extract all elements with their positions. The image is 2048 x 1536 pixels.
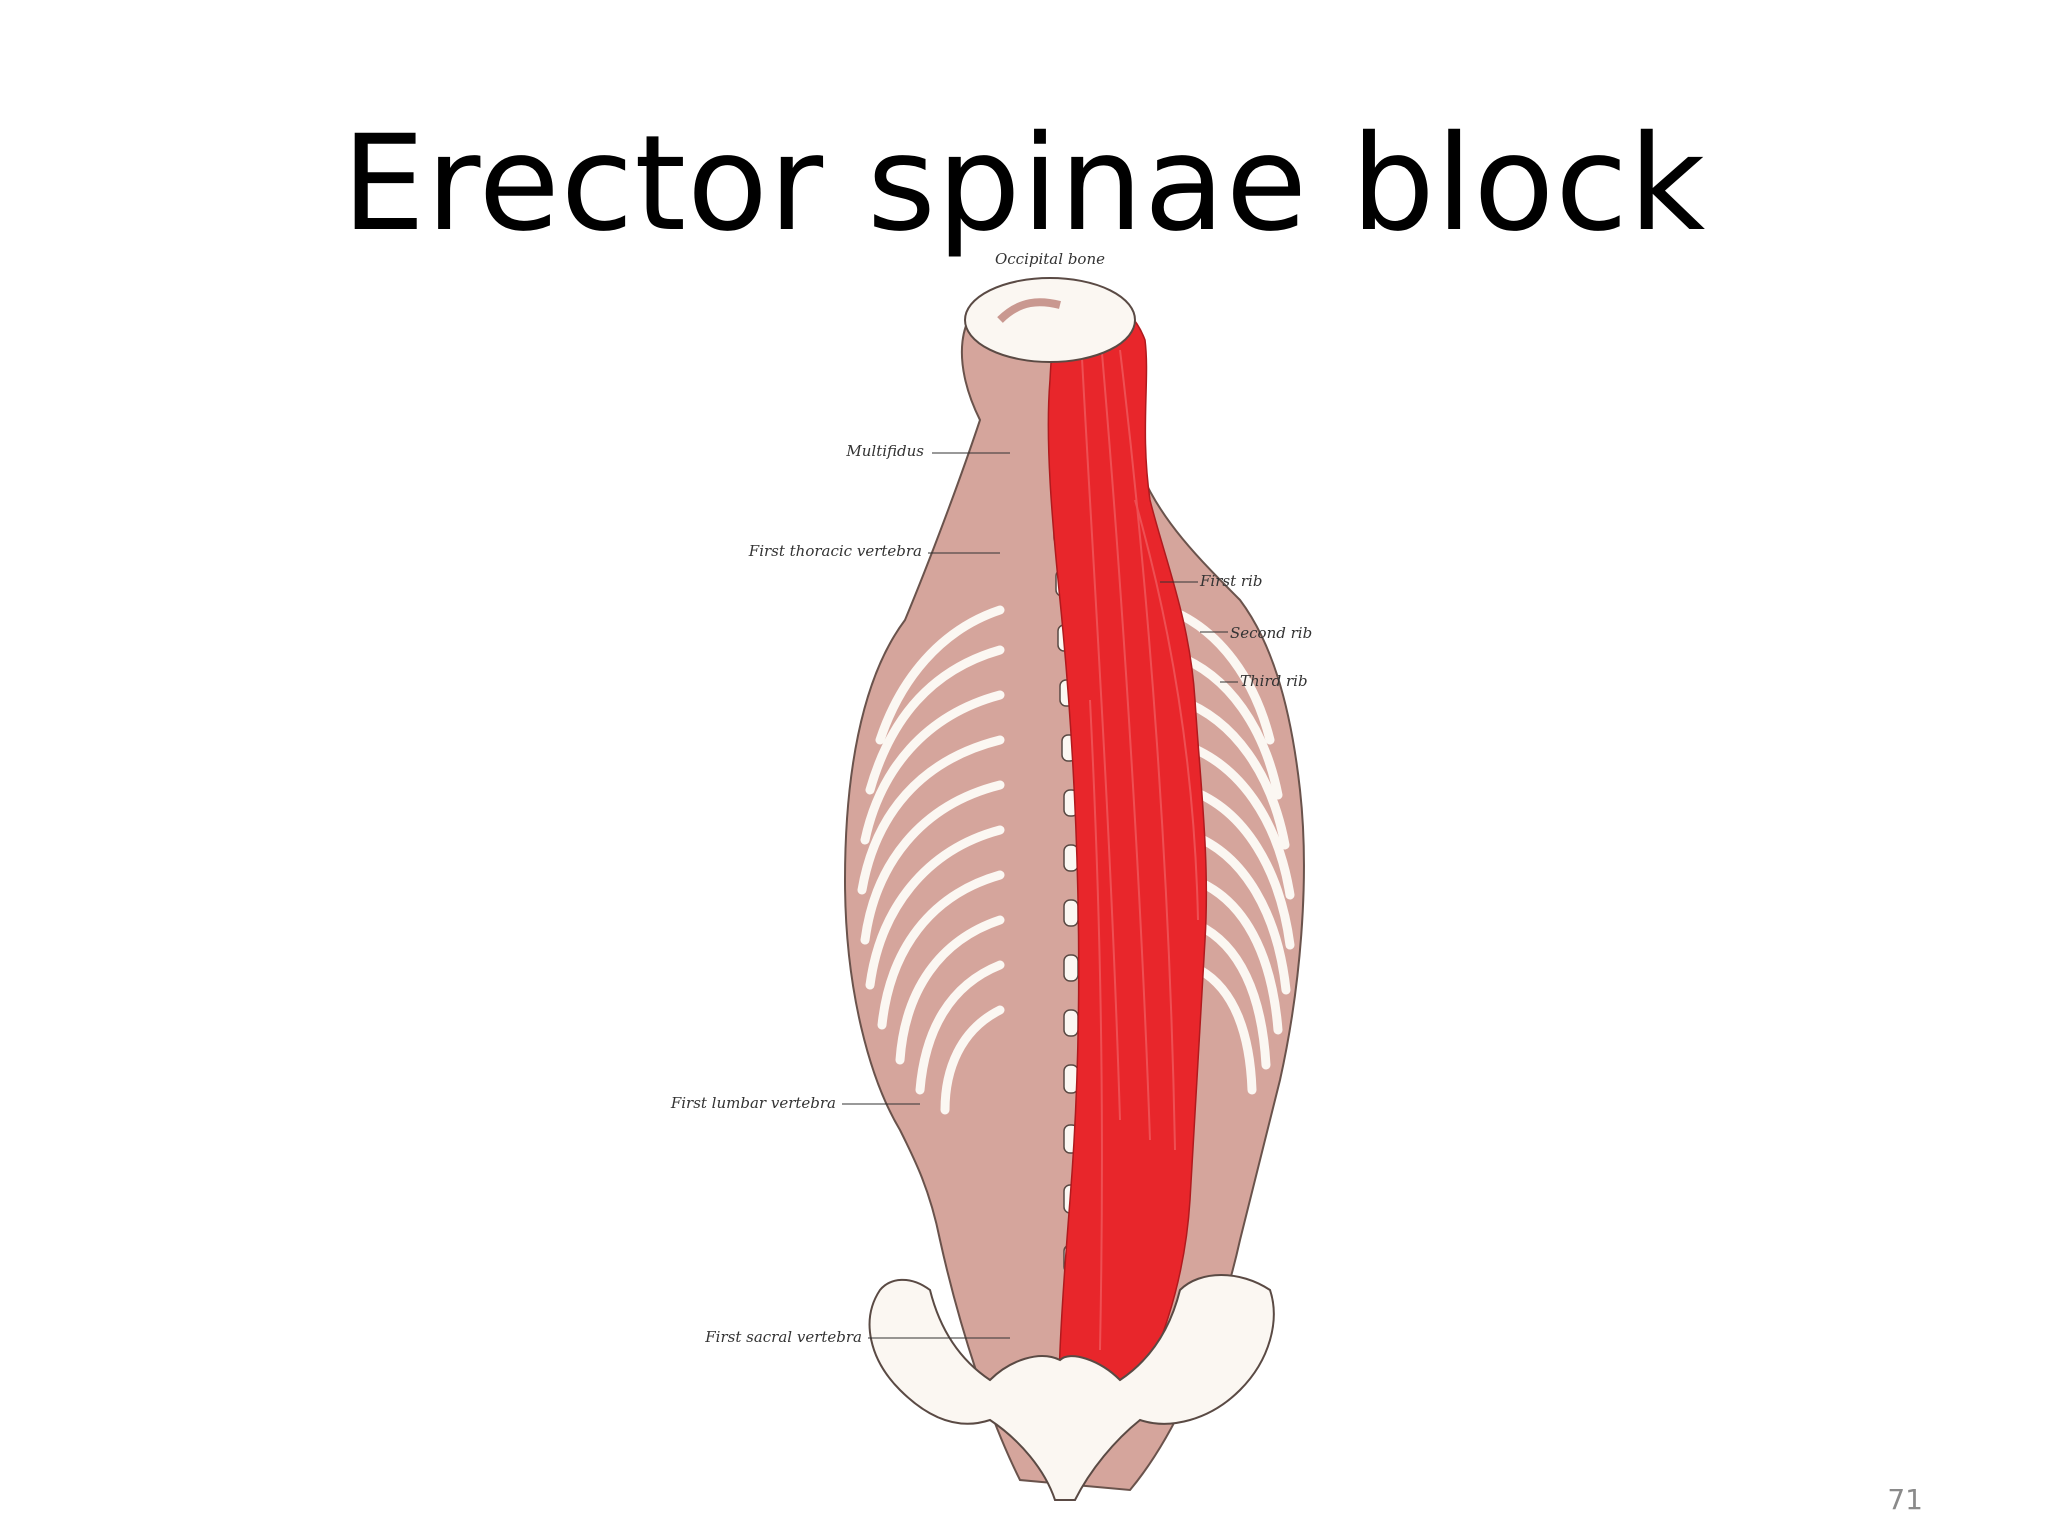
label-third-rib: Third rib [1240,672,1308,690]
label-occipital-bone: Occipital bone [995,250,1105,268]
label-first-sacral-vertebra: First sacral vertebra [704,1328,862,1346]
slide-title: Erector spinae block [341,107,1707,261]
left-ribs [857,605,1005,1115]
muscle-fibers [1079,319,1199,1351]
page-number: 71 [1887,1483,1923,1516]
anatomy-illustration: Occipital bone Multifidus First thoracic… [670,250,1312,1501]
label-first-lumbar-vertebra: First lumbar vertebra [670,1094,836,1112]
pelvis [868,1274,1275,1501]
label-second-rib: Second rib [1230,624,1312,642]
label-first-rib: First rib [1199,572,1262,590]
occipital-bone-shape [964,277,1136,363]
right-ribs [1165,605,1295,1095]
label-multifidus: Multifidus [845,442,924,460]
label-first-thoracic-vertebra: First thoracic vertebra [748,542,922,560]
